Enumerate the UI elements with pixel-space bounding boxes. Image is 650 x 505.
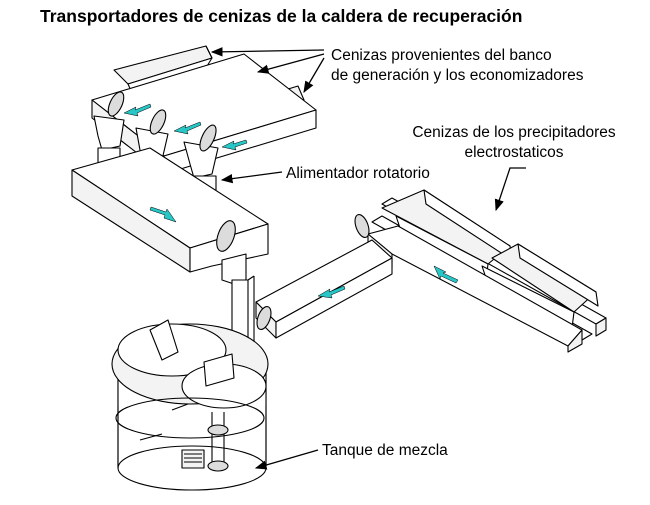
flow-arrow-icon bbox=[433, 265, 459, 284]
label-ash-from-boiler-bank: Cenizas provenientes del banco de genera… bbox=[331, 46, 583, 86]
label-line: Cenizas provenientes del banco bbox=[331, 47, 552, 64]
tank-grate bbox=[184, 453, 202, 463]
flow-arrow-icon bbox=[173, 121, 202, 135]
flow-arrow-icon bbox=[317, 285, 346, 299]
label-line: electrostaticos bbox=[464, 144, 564, 161]
flow-arrows bbox=[123, 103, 459, 299]
diagram-title: Transportadores de cenizas de la caldera… bbox=[40, 6, 523, 26]
collecting-conveyor bbox=[71, 147, 269, 273]
label-precipitator-ash: Cenizas de los precipitadores electrosta… bbox=[380, 123, 648, 163]
label-mixing-tank: Tanque de mezcla bbox=[322, 442, 448, 459]
flow-arrow-icon bbox=[123, 103, 152, 117]
pointer-arrows bbox=[210, 47, 526, 470]
flow-arrow-icon bbox=[221, 139, 248, 151]
inclined-conveyor bbox=[255, 239, 393, 339]
flow-arrow-icon bbox=[149, 206, 177, 223]
label-line: Cenizas de los precipitadores bbox=[412, 124, 616, 141]
mixing-tank bbox=[111, 319, 269, 491]
label-rotary-feeder: Alimentador rotatorio bbox=[286, 165, 430, 182]
label-line: de generación y los economizadores bbox=[331, 67, 584, 84]
